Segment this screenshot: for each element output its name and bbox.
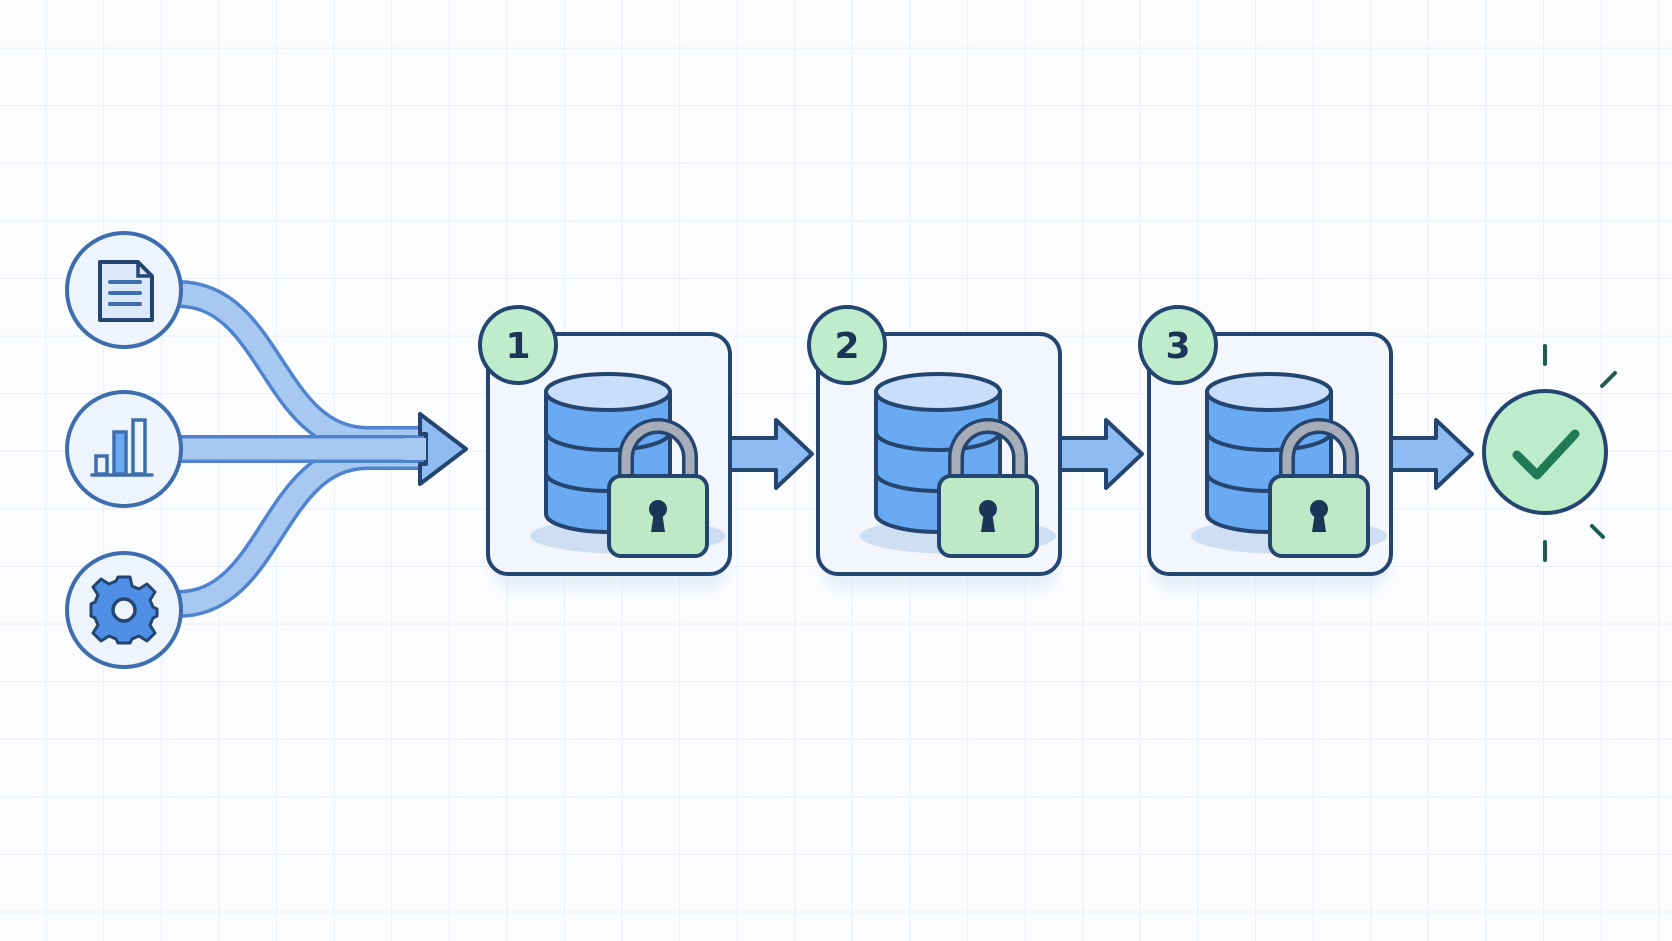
document-icon bbox=[98, 260, 154, 322]
sparkle-lines bbox=[1543, 344, 1617, 562]
arrow-right-icon bbox=[1058, 418, 1144, 490]
stage-1: 1 bbox=[478, 305, 730, 590]
arrow-right-icon bbox=[728, 418, 814, 490]
source-document bbox=[65, 231, 183, 349]
merge-arrow-icon bbox=[418, 412, 468, 486]
arrow-right-icon bbox=[1389, 418, 1474, 490]
result-success bbox=[1482, 344, 1617, 562]
merge-connectors bbox=[177, 280, 468, 618]
stage-badge: 1 bbox=[478, 305, 558, 385]
stage-3: 3 bbox=[1138, 305, 1391, 590]
source-settings bbox=[65, 551, 183, 669]
checkmark-icon bbox=[1512, 429, 1580, 480]
gear-icon bbox=[89, 575, 159, 645]
stage-2: 2 bbox=[807, 305, 1060, 590]
stage-number: 1 bbox=[505, 326, 530, 367]
stage-number: 3 bbox=[1165, 326, 1190, 367]
stage-number: 2 bbox=[834, 326, 859, 367]
stage-badge: 3 bbox=[1138, 305, 1218, 385]
source-chart bbox=[65, 390, 183, 508]
bar-chart-icon bbox=[90, 418, 154, 477]
stage-badge: 2 bbox=[807, 305, 887, 385]
